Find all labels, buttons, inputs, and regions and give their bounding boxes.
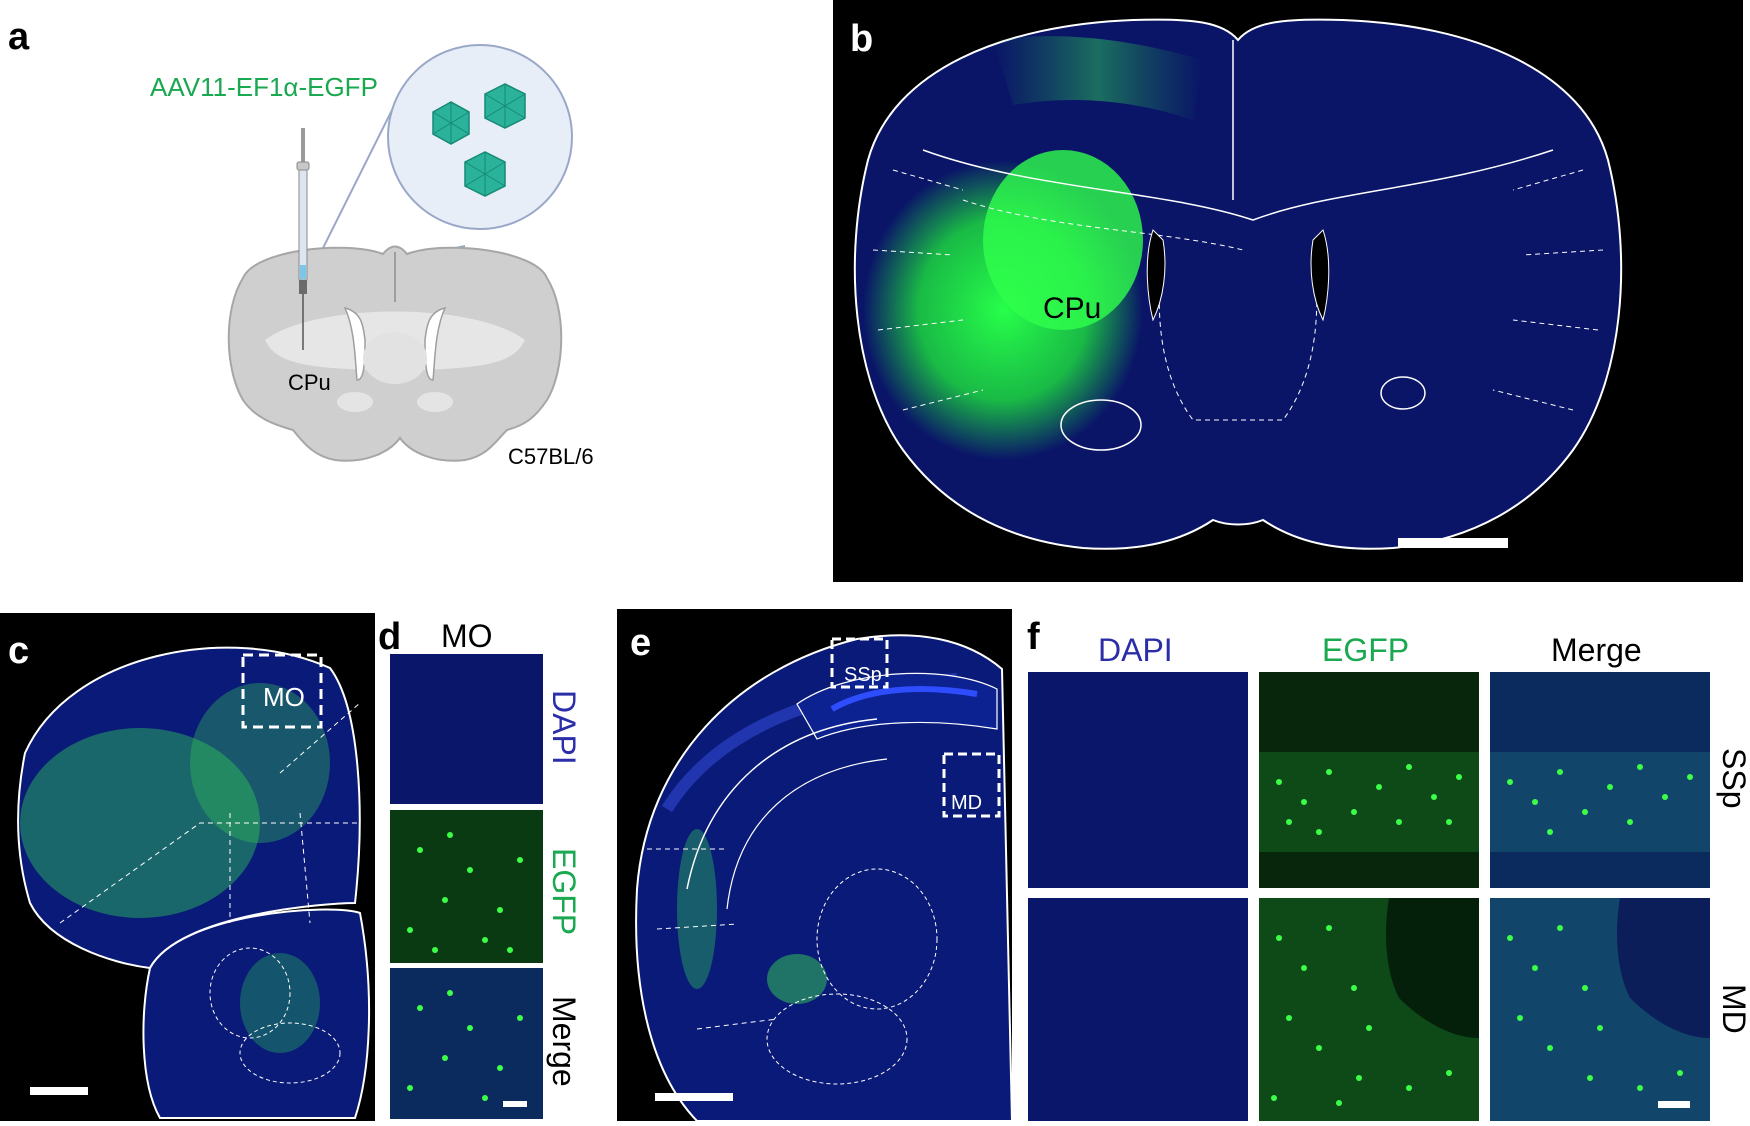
f-egfp-column-label: EGFP xyxy=(1322,632,1410,668)
virus-label: AAV11-EF1α-EGFP xyxy=(150,72,378,102)
f-md-egfp-image xyxy=(1259,898,1479,1121)
panel-c-label: c xyxy=(8,630,30,672)
md-roi-label: MD xyxy=(951,792,983,814)
roi-box-ssp xyxy=(830,637,889,689)
roi-box-md xyxy=(942,752,1001,818)
ssp-roi-label: SSp xyxy=(844,664,882,686)
virus-particle-icon xyxy=(484,83,526,129)
virus-magnification-bubble xyxy=(385,42,575,232)
panel-f-label: f xyxy=(1027,616,1040,658)
d-merge-channel-label: Merge xyxy=(546,996,582,1087)
scale-bar xyxy=(503,1101,527,1107)
panel-b-image xyxy=(833,0,1743,582)
d-dapi-channel-label: DAPI xyxy=(546,690,582,765)
f-ssp-dapi-image xyxy=(1028,672,1248,888)
cpu-region-label: CPu xyxy=(1043,292,1102,325)
panel-b-label: b xyxy=(850,18,874,60)
virus-particle-icon xyxy=(432,101,470,145)
virus-particle-icon xyxy=(464,151,506,197)
f-md-row-label: MD xyxy=(1716,984,1750,1034)
panel-e-label: e xyxy=(630,622,652,664)
d-egfp-channel-label: EGFP xyxy=(546,848,582,936)
panel-e-image xyxy=(617,609,1014,1122)
f-merge-column-label: Merge xyxy=(1551,632,1642,668)
scale-bar xyxy=(30,1087,88,1095)
f-dapi-column-label: DAPI xyxy=(1098,632,1173,668)
scale-bar xyxy=(1658,1101,1690,1108)
roi-box-mo xyxy=(241,653,323,729)
d-egfp-image xyxy=(390,810,543,963)
d-merge-image xyxy=(390,968,543,1119)
f-md-dapi-image xyxy=(1028,898,1248,1121)
injection-schematic xyxy=(195,40,595,480)
panel-a-label: a xyxy=(8,16,30,58)
f-ssp-egfp-image xyxy=(1259,672,1479,888)
strain-label: C57BL/6 xyxy=(508,444,594,469)
panel-d-label: d xyxy=(378,616,402,658)
scale-bar xyxy=(655,1093,733,1101)
d-dapi-image xyxy=(390,654,543,804)
scale-bar xyxy=(1398,538,1508,548)
panel-d-title: MO xyxy=(441,618,493,654)
mo-roi-label: MO xyxy=(263,682,305,712)
f-ssp-row-label: SSp xyxy=(1716,748,1750,809)
f-md-merge-image xyxy=(1490,898,1710,1121)
schematic-cpu-label: CPu xyxy=(288,370,331,395)
f-ssp-merge-image xyxy=(1490,672,1710,888)
panel-c-image xyxy=(0,613,375,1121)
